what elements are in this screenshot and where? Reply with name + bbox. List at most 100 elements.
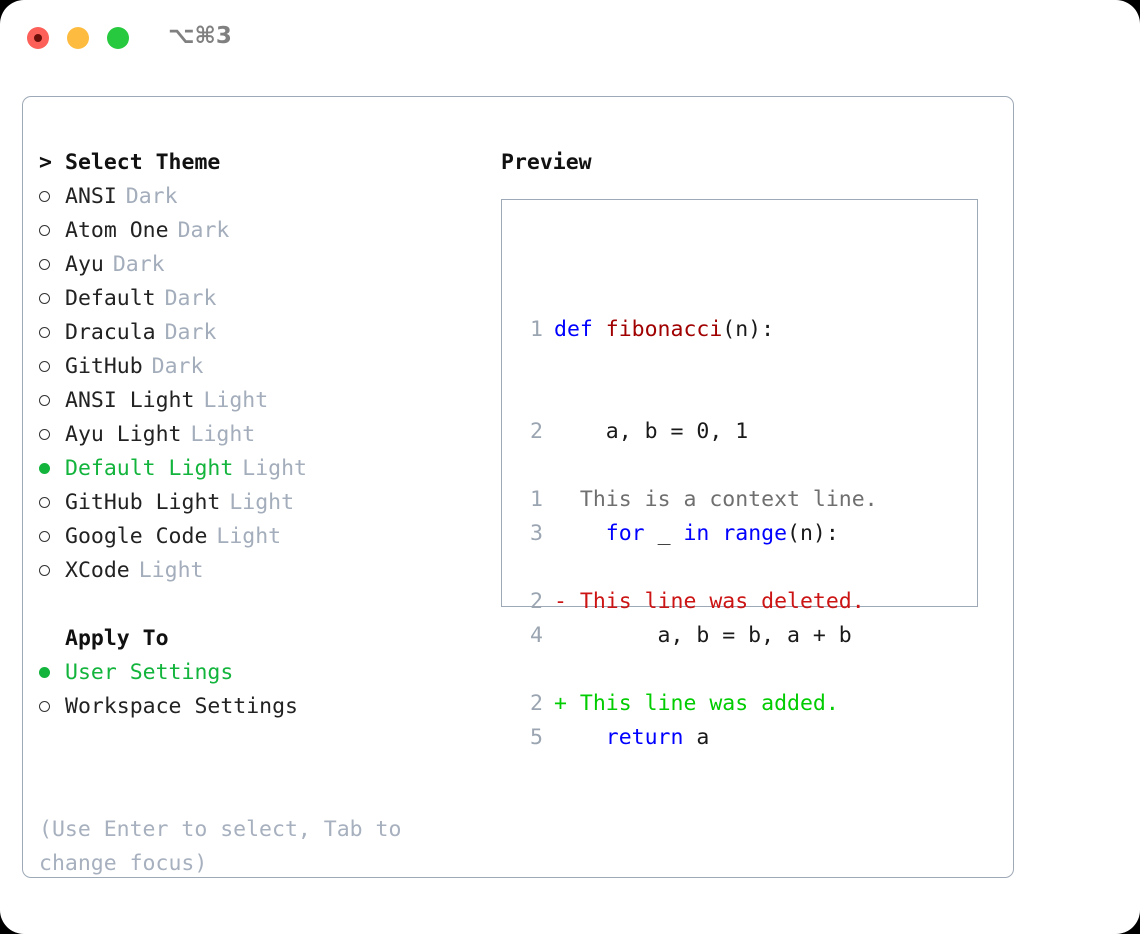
diff-sign: + xyxy=(554,691,567,716)
code-token: a, b = 0, 1 xyxy=(554,419,749,444)
theme-item-label: Google Code xyxy=(65,523,208,549)
code-token: a xyxy=(683,725,710,750)
select-theme-title: Select Theme xyxy=(65,149,221,175)
diff-sample: 1 This is a context line. 2- This line w… xyxy=(521,415,878,789)
theme-item-tag: Light xyxy=(216,523,282,549)
theme-item-label: ANSI Light xyxy=(65,387,195,413)
code-line: 3 for _ in range(n): xyxy=(521,517,852,551)
diff-text: This line was added. xyxy=(579,691,839,716)
keyboard-shortcut-label: ⌥⌘3 xyxy=(168,23,232,49)
code-token: _ xyxy=(644,521,684,546)
code-token: return xyxy=(605,725,684,750)
radio-off-icon xyxy=(39,422,65,447)
code-token: fibonacci xyxy=(605,317,723,342)
radio-on-icon xyxy=(39,660,65,685)
code-line: 4 a, b = b, a + b xyxy=(521,619,852,653)
theme-item-label: Default xyxy=(65,285,156,311)
code-line: 1 def fibonacci(n): xyxy=(521,313,852,347)
theme-item-ansi-dark[interactable]: ANSI Dark xyxy=(39,179,479,213)
code-token: (n): xyxy=(787,521,839,546)
caret-icon: > xyxy=(39,149,52,175)
theme-item-default-dark[interactable]: Default Dark xyxy=(39,281,479,315)
line-number: 2 xyxy=(530,691,543,716)
line-number: 2 xyxy=(530,589,543,614)
close-button[interactable] xyxy=(27,27,49,49)
theme-item-tag: Dark xyxy=(177,217,230,243)
theme-item-label: Ayu xyxy=(65,251,104,277)
zoom-button[interactable] xyxy=(107,27,129,49)
theme-item-label: Atom One xyxy=(65,217,169,243)
theme-item-atom-one-dark[interactable]: Atom One Dark xyxy=(39,213,479,247)
diff-sign xyxy=(554,487,567,512)
radio-off-icon xyxy=(39,558,65,583)
apply-to-title: Apply To xyxy=(65,625,169,651)
theme-item-google-code[interactable]: Google Code Light xyxy=(39,519,479,553)
code-token: for xyxy=(605,521,645,546)
minimize-button[interactable] xyxy=(67,27,89,49)
radio-off-icon xyxy=(39,490,65,515)
code-token: in xyxy=(683,521,710,546)
radio-on-icon xyxy=(39,456,65,481)
theme-item-label: GitHub Light xyxy=(65,489,221,515)
line-number: 4 xyxy=(530,623,543,648)
theme-item-label: ANSI xyxy=(65,183,117,209)
radio-off-icon xyxy=(39,286,65,311)
diff-text: This line was deleted. xyxy=(579,589,865,614)
diff-line-context: 1 This is a context line. xyxy=(521,483,878,517)
apply-to-header: Apply To xyxy=(39,621,479,655)
line-number: 3 xyxy=(530,521,543,546)
apply-to-label: Workspace Settings xyxy=(65,693,298,719)
radio-off-icon xyxy=(39,252,65,277)
theme-item-ayu-light[interactable]: Ayu Light Light xyxy=(39,417,479,451)
radio-off-icon xyxy=(39,184,65,209)
theme-item-label: GitHub xyxy=(65,353,143,379)
code-line: 2 a, b = 0, 1 xyxy=(521,415,852,449)
radio-off-icon xyxy=(39,354,65,379)
theme-item-label: Dracula xyxy=(65,319,156,345)
radio-off-icon xyxy=(39,694,65,719)
select-theme-header: > Select Theme xyxy=(39,145,479,179)
apply-to-user-settings[interactable]: User Settings xyxy=(39,655,479,689)
title-bar: ⌥⌘3 xyxy=(0,0,1140,78)
theme-item-tag: Light xyxy=(203,387,269,413)
theme-item-label: Default Light xyxy=(65,455,234,481)
radio-off-icon xyxy=(39,524,65,549)
theme-item-ayu-dark[interactable]: Ayu Dark xyxy=(39,247,479,281)
diff-sign: - xyxy=(554,589,567,614)
theme-item-tag: Light xyxy=(190,421,256,447)
radio-off-icon xyxy=(39,218,65,243)
theme-item-label: Ayu Light xyxy=(65,421,182,447)
theme-item-tag: Dark xyxy=(164,285,217,311)
theme-item-github-dark[interactable]: GitHub Dark xyxy=(39,349,479,383)
section-gap xyxy=(39,587,479,621)
diff-line-added: 2 + This line was added. xyxy=(521,687,878,721)
theme-item-tag: Dark xyxy=(125,183,178,209)
line-number: 1 xyxy=(530,317,543,342)
code-token: (n): xyxy=(722,317,775,342)
theme-item-github-light[interactable]: GitHub Light Light xyxy=(39,485,479,519)
line-number: 2 xyxy=(530,419,543,444)
traffic-light-group xyxy=(27,27,129,49)
diff-line-deleted: 2- This line was deleted. xyxy=(521,585,878,619)
theme-item-tag: Dark xyxy=(112,251,165,277)
apply-to-label: User Settings xyxy=(65,659,234,685)
theme-item-label: XCode xyxy=(65,557,130,583)
code-token: a, b = b, a + b xyxy=(554,623,852,648)
line-number: 1 xyxy=(530,487,543,512)
code-token: def xyxy=(554,317,606,342)
code-line: 5 return a xyxy=(521,721,852,755)
radio-off-icon xyxy=(39,320,65,345)
theme-item-tag: Dark xyxy=(151,353,204,379)
apply-to-workspace-settings[interactable]: Workspace Settings xyxy=(39,689,479,723)
theme-item-tag: Light xyxy=(229,489,295,515)
theme-item-ansi-light[interactable]: ANSI Light Light xyxy=(39,383,479,417)
